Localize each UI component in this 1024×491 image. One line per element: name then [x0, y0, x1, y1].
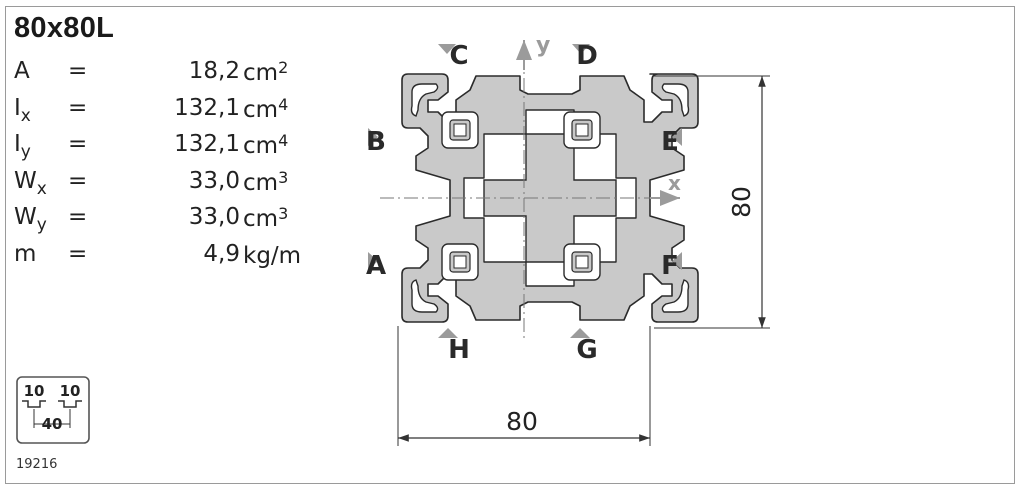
corner-cavity-top-left: [410, 83, 439, 117]
prop-subscript: x: [20, 105, 31, 126]
prop-modulus-y: Wy = 33,0 cm3: [14, 204, 288, 241]
dim-height-label: 80: [727, 186, 756, 218]
x-axis-label: x: [668, 171, 681, 195]
prop-symbol: W: [14, 167, 37, 194]
prop-unit: cm: [243, 60, 279, 86]
slot-icon-right-slot: [58, 400, 82, 408]
prop-value: 33,0: [188, 204, 240, 230]
prop-equals: =: [68, 94, 88, 121]
profile-drawing-svg: x y C D B E A F H G 80: [366, 33, 770, 446]
slot-icon-right-label: 10: [60, 382, 81, 400]
slot-label-d: D: [576, 41, 598, 71]
slot-icon-left-slot: [22, 400, 46, 408]
slot-marker-h: [438, 328, 458, 338]
prop-value: 132,1: [174, 131, 240, 157]
prop-equals: =: [68, 204, 88, 230]
profile-title: 80x80L: [14, 12, 115, 44]
slot-size-icon: 10 10 40: [16, 376, 90, 444]
prop-area: A = 18,2 cm2: [14, 58, 288, 95]
prop-mass: m = 4,9 kg/m: [14, 240, 301, 278]
prop-unit: cm: [243, 96, 279, 123]
prop-inertia-x: Ix = 132,1 cm4: [14, 94, 288, 132]
prop-symbol: m: [14, 240, 37, 267]
slot-label-h: H: [448, 335, 470, 365]
slot-marker-b: [368, 128, 378, 146]
slot-icon-border: [16, 376, 90, 444]
prop-subscript: x: [36, 178, 47, 199]
prop-equals: =: [68, 167, 88, 194]
core-hole-center: [453, 123, 589, 269]
prop-exponent: 3: [278, 204, 289, 223]
profile-drawing: x y C D B E A F H G 80: [350, 30, 790, 465]
prop-exponent: 2: [278, 58, 289, 77]
corner-cavities: [410, 83, 690, 313]
slot-labels: C D B E A F H G: [366, 41, 679, 365]
prop-value: 33,0: [188, 167, 240, 194]
slot-marker-f: [672, 252, 682, 270]
prop-inertia-y: Iy = 132,1 cm4: [14, 131, 288, 168]
dim-width-label: 80: [506, 407, 538, 436]
prop-unit: cm: [243, 169, 279, 196]
prop-unit: cm: [243, 133, 279, 159]
prop-exponent: 3: [278, 167, 289, 187]
prop-unit: cm: [243, 206, 279, 232]
corner-cavity-top-right: [661, 83, 690, 117]
slot-label-g: G: [576, 335, 597, 365]
prop-subscript: y: [20, 142, 31, 162]
slot-marker-g: [570, 328, 590, 338]
prop-exponent: 4: [278, 131, 289, 150]
slot-label-c: C: [449, 41, 468, 71]
corner-cavity-bottom-left: [410, 279, 439, 313]
prop-modulus-x: Wx = 33,0 cm3: [14, 167, 288, 205]
slot-size-svg: 10 10 40: [16, 376, 90, 444]
y-axis-label: y: [536, 33, 550, 58]
prop-equals: =: [68, 131, 88, 157]
prop-value: 18,2: [188, 58, 240, 84]
part-number: 19216: [16, 457, 58, 472]
slot-markers: [368, 44, 682, 338]
prop-subscript: y: [36, 215, 47, 235]
prop-symbol: A: [14, 58, 30, 84]
prop-value: 4,9: [203, 240, 240, 267]
slot-marker-a: [368, 252, 378, 270]
prop-symbol: I: [14, 131, 21, 157]
slot-label-b: B: [366, 127, 386, 157]
slot-label-a: A: [366, 251, 386, 281]
slot-marker-d: [572, 44, 590, 54]
prop-exponent: 4: [278, 94, 289, 114]
prop-unit: kg/m: [243, 242, 302, 269]
prop-equals: =: [68, 240, 88, 267]
slot-marker-c: [438, 44, 456, 54]
corner-cavity-bottom-right: [661, 279, 690, 313]
slot-label-f: F: [661, 251, 679, 281]
prop-symbol: W: [14, 204, 37, 230]
properties-list: A = 18,2 cm2 Ix = 132,1 cm4 Iy = 132,1 c…: [14, 58, 301, 278]
prop-value: 132,1: [174, 94, 240, 121]
slot-label-e: E: [661, 127, 679, 157]
slot-icon-bottom-label: 40: [42, 415, 63, 433]
slot-marker-e: [672, 128, 682, 146]
prop-symbol: I: [14, 94, 21, 121]
slot-icon-left-label: 10: [24, 382, 45, 400]
prop-equals: =: [68, 58, 88, 84]
